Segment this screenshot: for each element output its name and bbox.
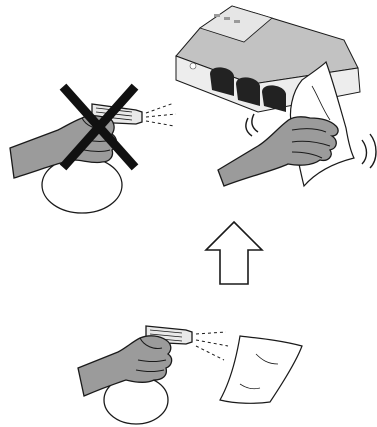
panel-do-not-spray-device	[10, 90, 176, 213]
cleaning-cloth-icon	[220, 336, 302, 403]
spray-mist-lines	[146, 103, 176, 126]
panel-spray-cleaner-onto-cloth	[78, 326, 302, 424]
spray-mist-lines	[196, 332, 228, 360]
panel-wipe-device-with-cloth	[176, 6, 376, 186]
up-arrow-icon	[206, 222, 262, 284]
wiping-hand-with-sleeve	[218, 117, 338, 186]
